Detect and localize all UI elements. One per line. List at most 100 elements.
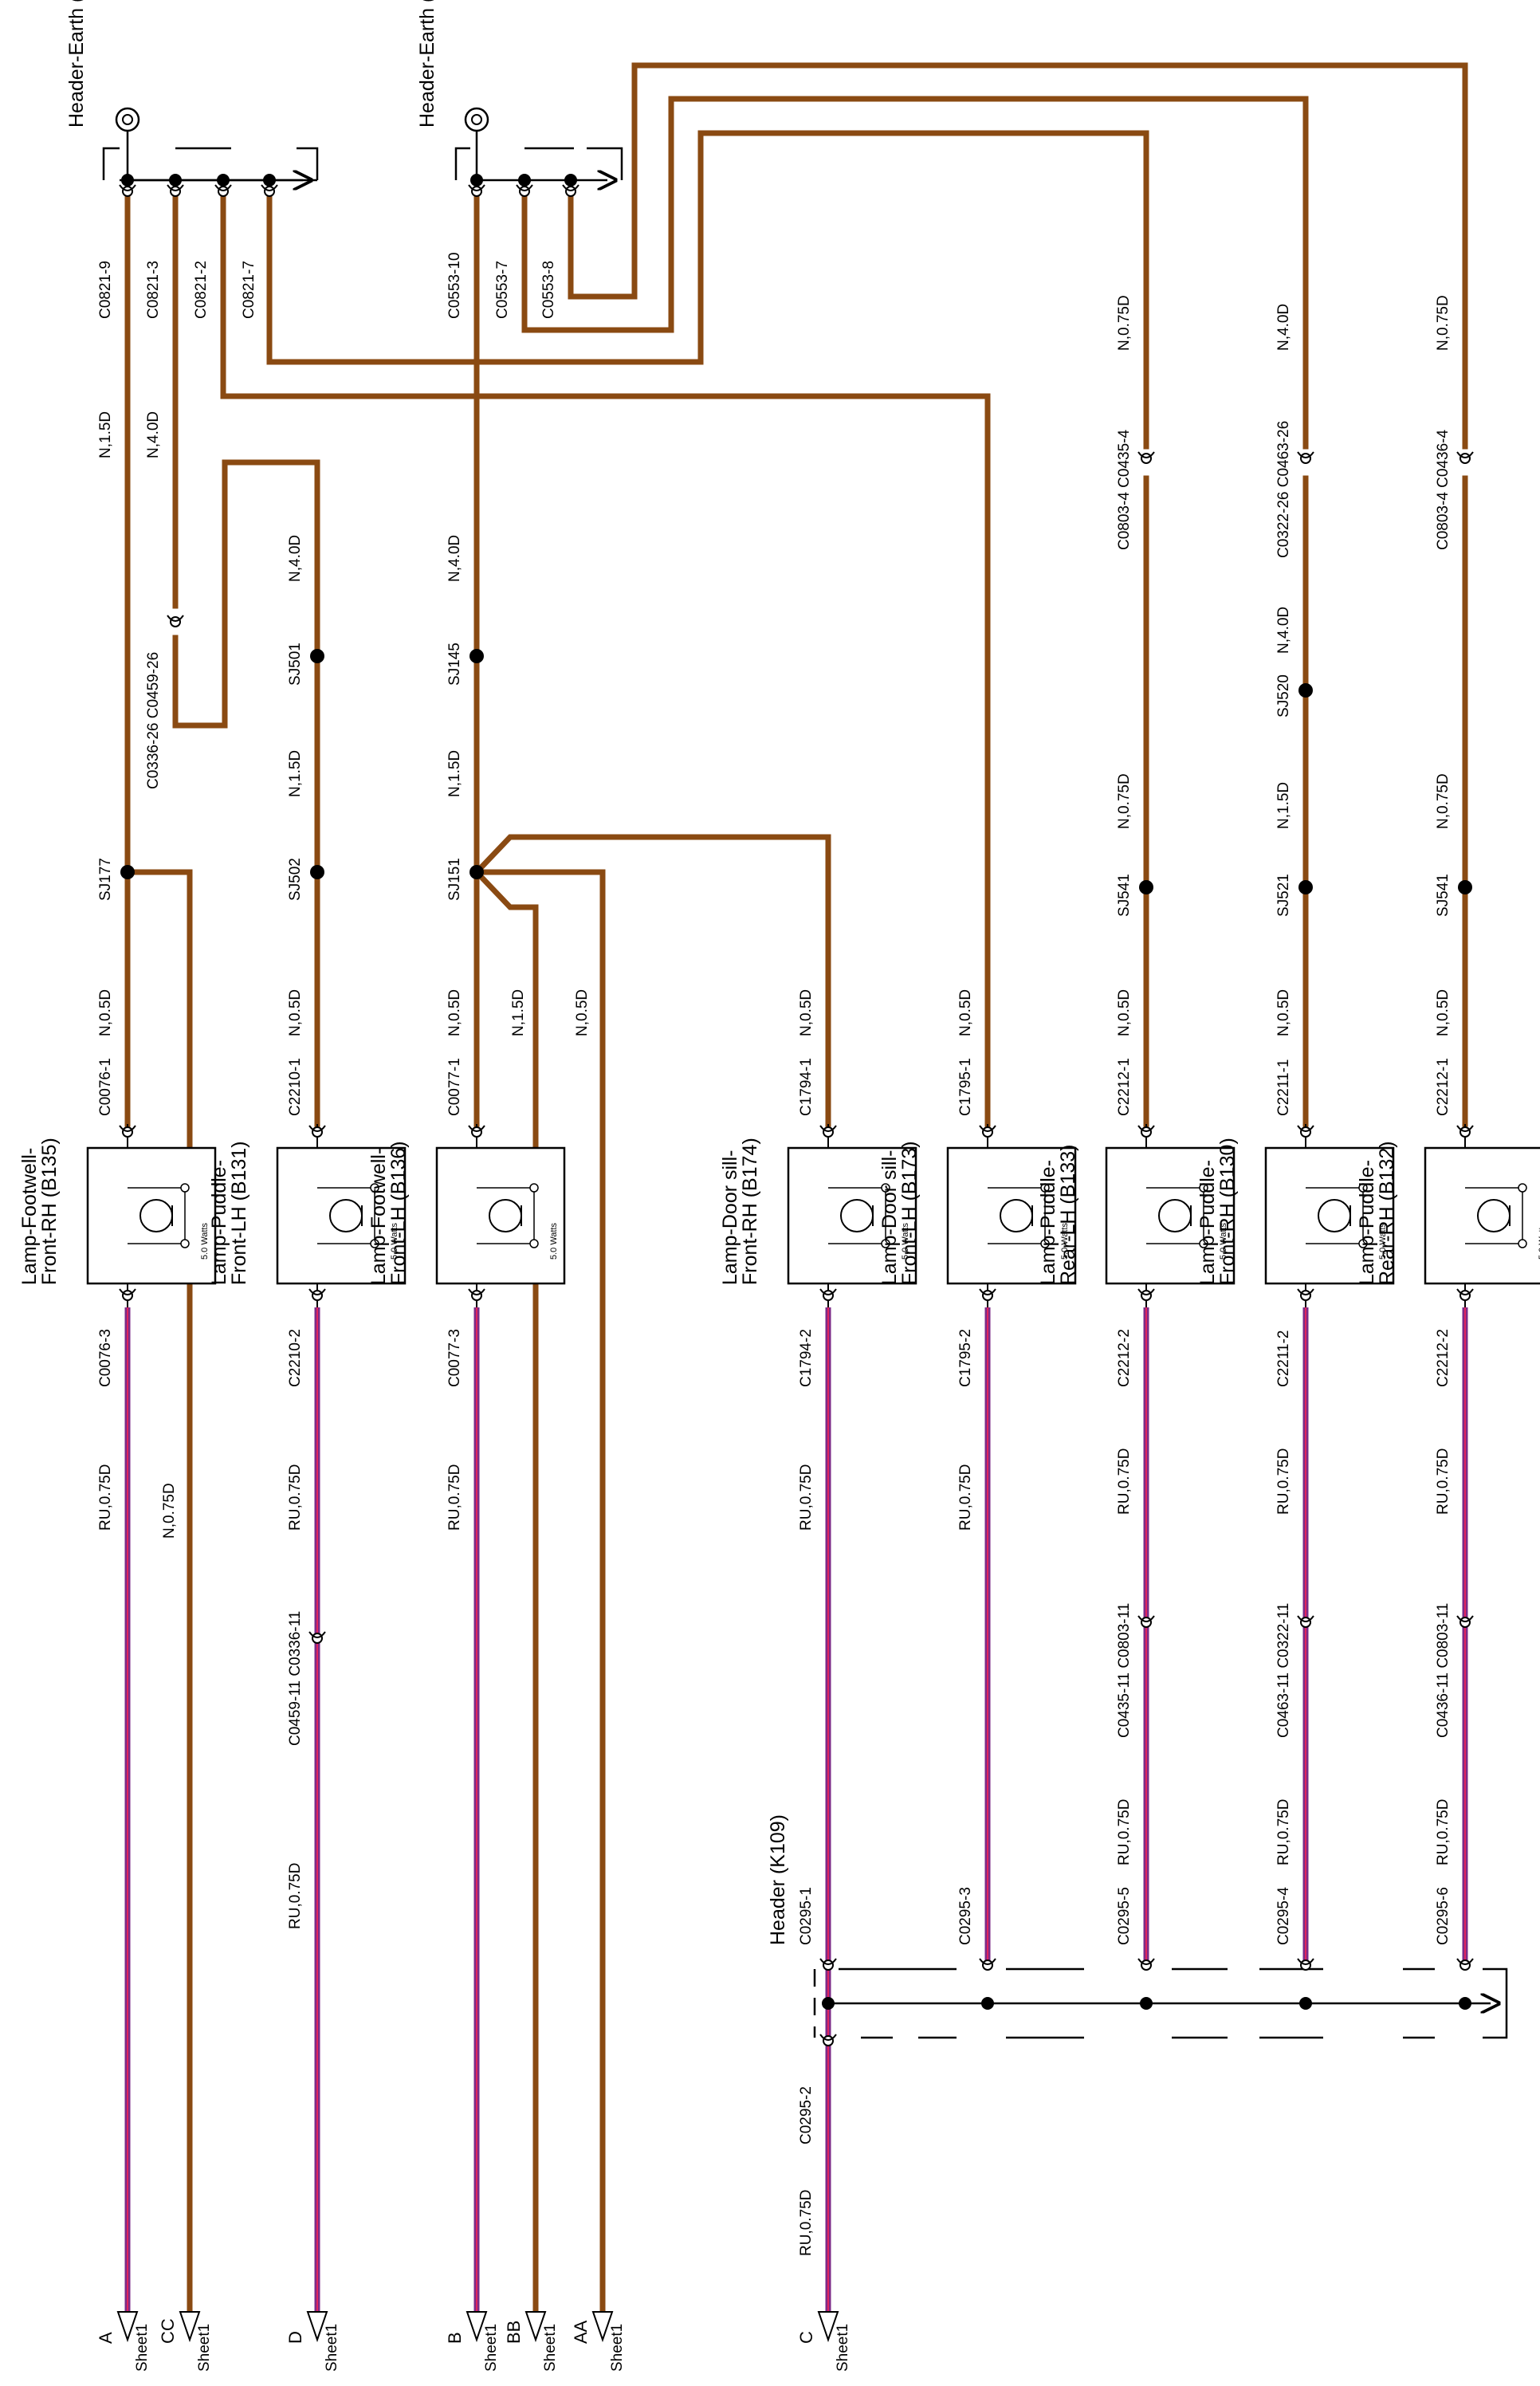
wire-label-ru075d-c11b: RU,0.75D (798, 2190, 815, 2256)
connector-c2212-2-b133: C2212-2 (1116, 1329, 1133, 1387)
sheet-ref-aa[interactable]: AA Sheet1 (571, 2311, 626, 2372)
connector-pin-29 (1297, 1615, 1314, 1628)
connector-pin-35 (1456, 1958, 1474, 1971)
lamp-name-line1: Lamp-Puddle- (1037, 1160, 1059, 1285)
connector-c2212-1-b132: C2212-1 (1435, 1058, 1452, 1116)
wire-label-n075d-c19b: N,0.75D (1435, 773, 1452, 829)
lamp-name-line1: Lamp-Footwell- (18, 1148, 41, 1285)
splice-dot-sj520 (1298, 683, 1313, 698)
lamp-watts-label: 5.0 Watts (549, 1222, 559, 1260)
wire-label-ru075d-c4a: RU,0.75D (287, 1464, 304, 1531)
bulb-icon (1000, 1199, 1033, 1232)
splice-sj151: SJ151 (446, 858, 463, 901)
lamp-watts-label: 5.0 Watts (1378, 1222, 1388, 1260)
connector-pin-26 (1456, 1288, 1474, 1301)
connector-pin-22 (819, 1288, 837, 1301)
splice-dot-sj541-b (1458, 880, 1472, 894)
k109-node-5 (1459, 1997, 1471, 2010)
connector-c0463-11-c0322-11: C0463-11 C0322-11 (1275, 1603, 1292, 1738)
sheet-ref-letter: A (96, 2332, 116, 2344)
connector-c0821-7: C0821-7 (241, 261, 257, 319)
wire-label-n40d-c4: N,4.0D (287, 535, 304, 582)
k109-node-1 (822, 1997, 835, 2010)
connector-pin-11 (119, 1125, 136, 1138)
splice-dot-sj521 (1298, 880, 1313, 894)
lamp-watts-label: 5.0 Watts (1060, 1222, 1070, 1260)
wire-label-ru075d-c13: RU,0.75D (957, 1464, 974, 1531)
wire-label-n05d-c8: N,0.5D (574, 989, 591, 1036)
connector-c0553-7: C0553-7 (494, 261, 511, 319)
lamp-watts-label: 5.0 Watts (390, 1222, 399, 1260)
connector-pin-34 (1297, 1958, 1314, 1971)
connector-c0553-10: C0553-10 (446, 253, 463, 319)
down-arrow-icon (179, 2311, 201, 2343)
wire-sj151-to-aa (473, 869, 606, 2315)
wire-label-n40d-c2: N,4.0D (145, 411, 162, 458)
connector-pin-33 (1137, 1958, 1155, 1971)
connector-pin-19 (119, 1288, 136, 1301)
wire-label-ru075d-c19a: RU,0.75D (1435, 1449, 1452, 1515)
bulb-icon (840, 1199, 874, 1232)
sheet-ref-sheet: Sheet1 (609, 2324, 626, 2372)
sheet-ref-sheet: Sheet1 (134, 2324, 151, 2372)
connector-pin-31 (819, 1958, 837, 1971)
connector-pin-12 (308, 1125, 326, 1138)
splice-sj502: SJ502 (287, 858, 304, 901)
connector-c0553-8: C0553-8 (540, 261, 557, 319)
connector-c0821-3: C0821-3 (145, 261, 162, 319)
wire-label-n05d-c4: N,0.5D (287, 989, 304, 1036)
connector-pin-30 (1456, 1615, 1474, 1628)
connector-c0076-3: C0076-3 (97, 1329, 114, 1387)
connector-c1795-2: C1795-2 (957, 1329, 974, 1387)
connector-pin-4 (468, 184, 485, 197)
k109-node-4 (1299, 1997, 1312, 2010)
connector-pin-group (119, 184, 1474, 2046)
lamp-name-line2: Front-RH (B135) (38, 1138, 61, 1285)
splice-sj145: SJ145 (446, 643, 463, 686)
connector-c0295-5: C0295-5 (1116, 1887, 1133, 1945)
bulb-icon (1477, 1199, 1511, 1232)
connector-pin-36 (819, 2034, 837, 2046)
lamp-name-line1: Lamp-Puddle- (1356, 1160, 1378, 1285)
connector-c2210-1: C2210-1 (287, 1058, 304, 1116)
splice-dot-sj177 (120, 865, 135, 879)
connector-pin-5 (516, 184, 533, 197)
connector-pin-24 (1137, 1288, 1155, 1301)
wire-label-ru075d-c19b: RU,0.75D (1435, 1799, 1452, 1865)
splice-dot-sj145 (469, 649, 484, 663)
header-k108-a-label: Header-Earth (K108) (65, 0, 88, 128)
down-arrow-icon (591, 2311, 614, 2343)
connector-c2210-2: C2210-2 (287, 1329, 304, 1387)
wire-c0553-8-to-b132 (568, 62, 1468, 450)
connector-pin-21 (468, 1288, 485, 1301)
sheet-ref-sheet: Sheet1 (483, 2324, 500, 2372)
lamp-name-line1: Lamp-Door sill- (719, 1150, 741, 1285)
header-k109-box (813, 1967, 1508, 2039)
lamp-name-line2: Rear-RH (B132) (1376, 1141, 1398, 1285)
wire-label-ru075d-c17b: RU,0.75D (1275, 1799, 1292, 1865)
connector-pin-27 (308, 1631, 326, 1644)
lamp-name-line2: Front-RH (B130) (1216, 1138, 1239, 1285)
wire-c0821-7-to-b133 (266, 130, 1149, 450)
sheet-ref-sheet: Sheet1 (835, 2324, 851, 2372)
lamp-name-line1: Lamp-Footwell- (367, 1148, 390, 1285)
down-arrow-icon (817, 2311, 839, 2343)
earth-terminal-k108-b-icon (464, 107, 489, 132)
sheet-ref-letter: AA (571, 2320, 591, 2344)
sheet-ref-a[interactable]: A Sheet1 (96, 2311, 151, 2372)
header-node-4 (263, 174, 276, 187)
lamp-watts-label: 5.0 Watts (1219, 1222, 1228, 1260)
splice-sj541-a: SJ541 (1116, 874, 1133, 917)
connector-pin-28 (1137, 1615, 1155, 1628)
connector-pin-2 (214, 184, 232, 197)
sheet-ref-sheet: Sheet1 (196, 2324, 213, 2372)
down-arrow-icon (116, 2311, 139, 2343)
lamp-name-line2: Front-LH (B173) (898, 1141, 921, 1285)
